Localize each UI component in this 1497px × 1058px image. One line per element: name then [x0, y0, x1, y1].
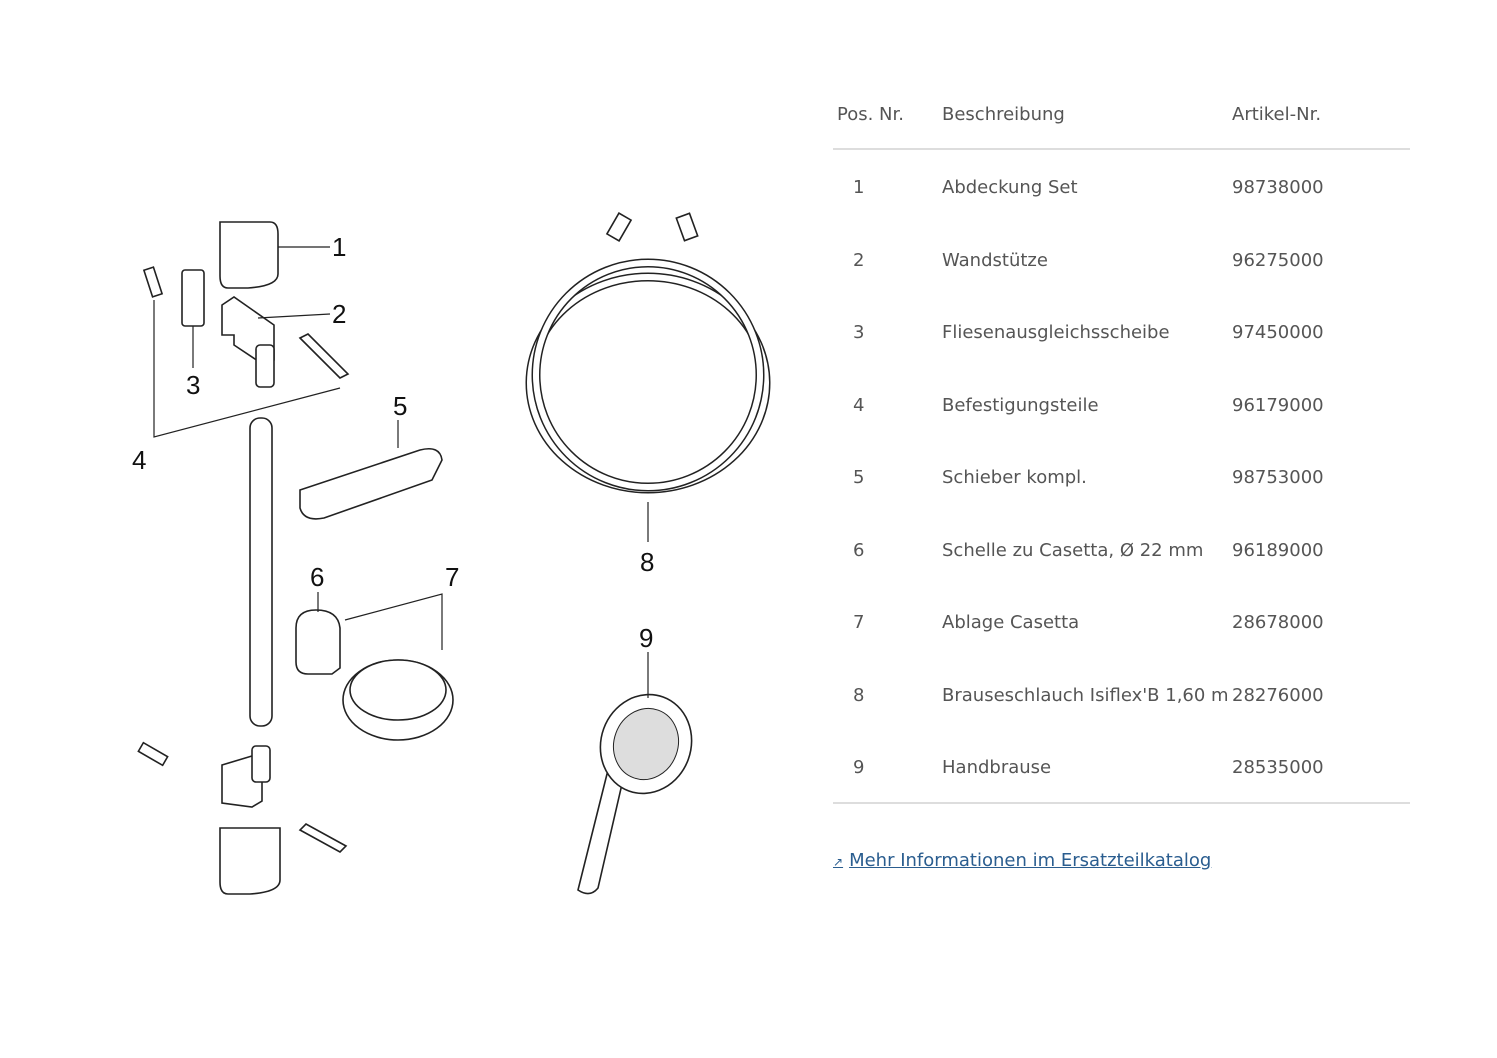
- part-shelf: [342, 659, 454, 741]
- row-pos: 9: [853, 757, 865, 778]
- row-pos: 5: [853, 467, 865, 488]
- row-article: 97450000: [1232, 322, 1324, 343]
- part-fixings: [137, 266, 350, 853]
- part-rail: [249, 417, 273, 727]
- row-description: Befestigungsteile: [942, 394, 1099, 416]
- part-hose: [525, 212, 771, 494]
- external-link-icon: ↗: [833, 855, 844, 869]
- row-article: 98738000: [1232, 177, 1324, 198]
- catalog-link[interactable]: ↗ Mehr Informationen im Ersatzteilkatalog: [833, 850, 1211, 871]
- row-pos: 8: [853, 684, 865, 706]
- callout-9: 9: [639, 623, 653, 653]
- row-article: 96275000: [1232, 249, 1324, 271]
- row-pos: 3: [853, 322, 865, 343]
- row-description: Ablage Casetta: [942, 612, 1080, 633]
- callout-6: 6: [310, 562, 324, 592]
- exploded-parts-drawing: 1 2 3 4 5 6 7 8 9: [132, 212, 771, 895]
- row-description: Brauseschlauch Isiflex'B 1,60 m: [942, 684, 1229, 706]
- row-pos: 4: [853, 394, 865, 416]
- callout-7: 7: [445, 562, 459, 592]
- parts-table: Pos. Nr. Beschreibung Artikel-Nr. 1 Abdec…: [833, 96, 1410, 804]
- header-article: Artikel-Nr.: [1232, 104, 1322, 125]
- row-article: 96189000: [1232, 539, 1324, 561]
- header-pos: Pos. Nr.: [837, 104, 904, 125]
- part-cover-top: [219, 221, 279, 289]
- row-description: Wandstütze: [942, 249, 1048, 271]
- header-description: Beschreibung: [942, 104, 1065, 125]
- row-description: Handbrause: [942, 757, 1052, 778]
- callout-3: 3: [186, 370, 200, 400]
- row-description: Schelle zu Casetta, Ø 22 mm: [942, 539, 1204, 561]
- part-slider: [299, 447, 443, 520]
- part-tile-spacer: [181, 269, 205, 327]
- row-article: 98753000: [1232, 467, 1324, 488]
- callout-2: 2: [332, 299, 346, 329]
- row-article: 28535000: [1232, 757, 1324, 778]
- callout-5: 5: [393, 391, 407, 421]
- row-pos: 1: [853, 177, 865, 198]
- row-pos: 7: [853, 612, 865, 633]
- row-pos: 6: [853, 539, 865, 561]
- row-description: Schieber kompl.: [942, 467, 1087, 488]
- callout-1: 1: [332, 232, 346, 262]
- catalog-link-label: Mehr Informationen im Ersatzteilkatalog: [849, 850, 1212, 871]
- row-article: 28276000: [1232, 684, 1324, 706]
- table-row: 9 Handbrause 28535000: [833, 730, 1410, 803]
- row-description: Abdeckung Set: [942, 177, 1078, 198]
- part-hand-shower: [577, 693, 693, 895]
- row-pos: 2: [853, 249, 865, 271]
- row-article: 28678000: [1232, 612, 1324, 633]
- table-row: 7 Ablage Casetta 28678000: [833, 585, 1410, 658]
- callout-4: 4: [132, 445, 146, 475]
- table-header: Pos. Nr. Beschreibung Artikel-Nr.: [833, 96, 1410, 150]
- table-row: 5 Schieber kompl. 98753000: [833, 440, 1410, 513]
- row-article: 96179000: [1232, 394, 1324, 416]
- callout-8: 8: [640, 547, 654, 577]
- table-row: 4 Befestigungsteile 96179000: [833, 368, 1410, 441]
- table-row: 6 Schelle zu Casetta, Ø 22 mm 96189000: [833, 513, 1410, 586]
- part-clamp: [295, 609, 341, 675]
- table-row: 1 Abdeckung Set 98738000: [833, 150, 1410, 223]
- table-body: 1 Abdeckung Set 98738000 2 Wandstütze 9627500…: [833, 150, 1410, 804]
- part-wall-bracket: [221, 296, 275, 388]
- row-description: Fliesenausgleichsscheibe: [942, 322, 1170, 343]
- table-row: 3 Fliesenausgleichsscheibe 97450000: [833, 295, 1410, 368]
- table-row: 2 Wandstütze 96275000: [833, 223, 1410, 296]
